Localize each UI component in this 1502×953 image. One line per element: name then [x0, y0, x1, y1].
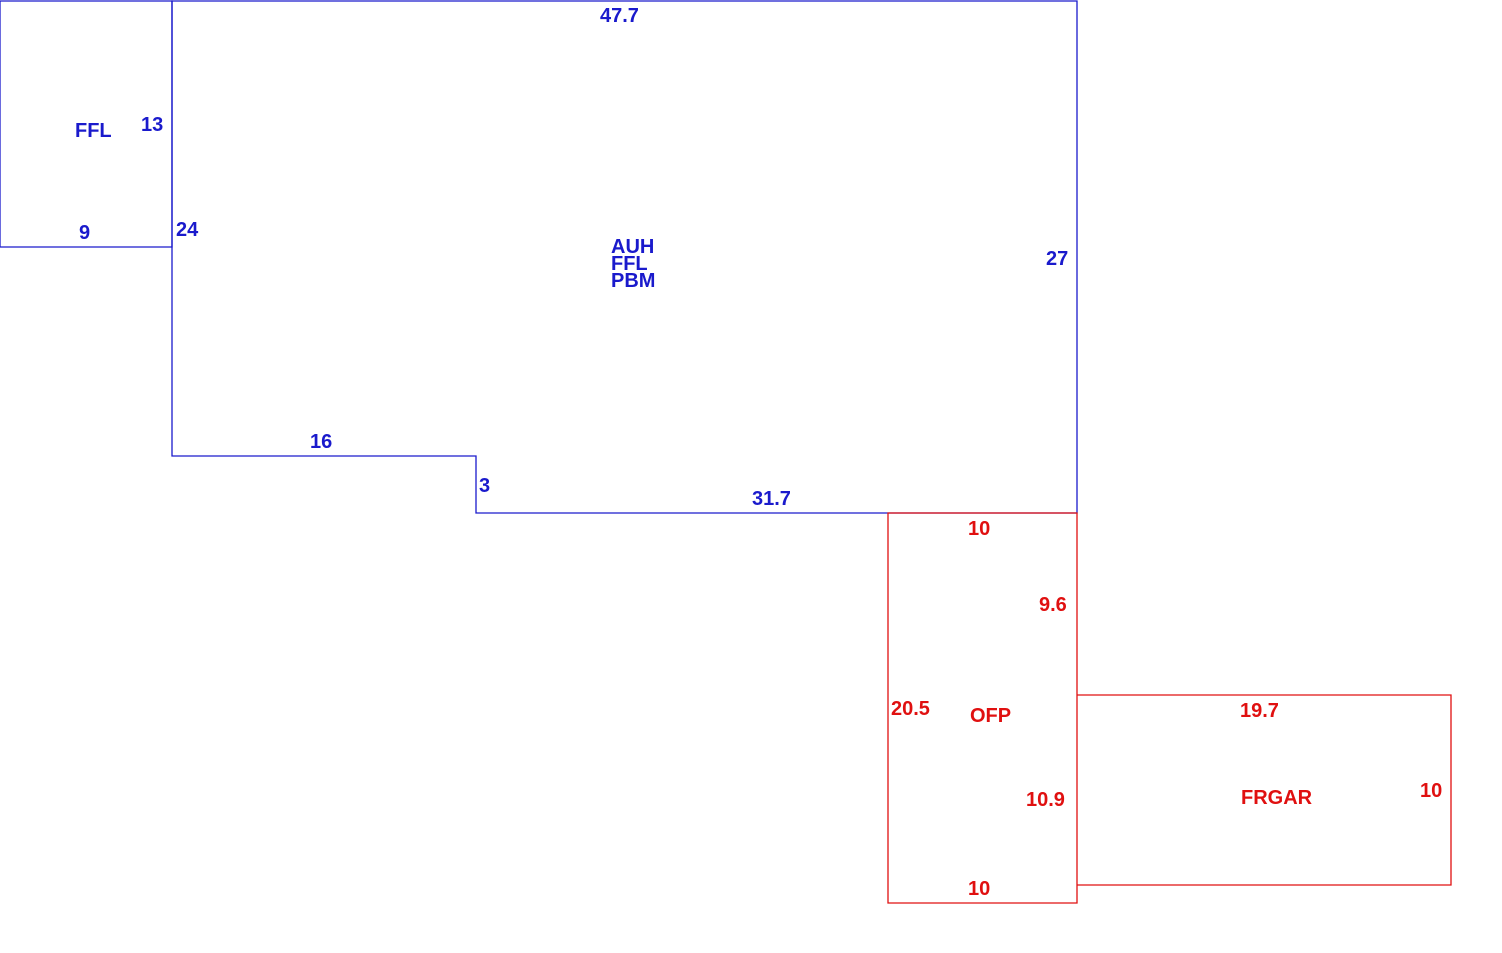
- porch-label: OFP: [970, 705, 1011, 727]
- garage-outline: [1077, 694, 1452, 886]
- dim-ffl-left-width: 9: [79, 222, 90, 244]
- dim-ffl-left-depth: 13: [141, 114, 163, 136]
- porch-outline: [887, 512, 1078, 904]
- dim-main-step-top: 16: [310, 431, 332, 453]
- dim-main-left: 24: [176, 219, 199, 241]
- dim-main-step-side: 3: [479, 475, 490, 497]
- dim-porch-right-lower: 10.9: [1026, 789, 1065, 811]
- dim-main-right: 27: [1046, 248, 1068, 270]
- dim-porch-right-upper: 9.6: [1039, 594, 1067, 616]
- dim-main-bottom: 31.7: [752, 488, 791, 510]
- main-label-ffl: FFL: [611, 253, 648, 275]
- dim-porch-bottom: 10: [968, 878, 990, 900]
- garage-label: FRGAR: [1241, 787, 1313, 809]
- dim-garage-top: 19.7: [1240, 700, 1279, 722]
- main-label-auh: AUH: [611, 236, 654, 258]
- main-label-pbm: PBM: [611, 270, 655, 292]
- dim-porch-top: 10: [968, 518, 990, 540]
- ffl-left-label: FFL: [75, 120, 112, 142]
- dim-garage-right: 10: [1420, 780, 1442, 802]
- dim-porch-left: 20.5: [891, 698, 930, 720]
- main-outline: [171, 0, 1078, 514]
- dim-main-top: 47.7: [600, 5, 639, 27]
